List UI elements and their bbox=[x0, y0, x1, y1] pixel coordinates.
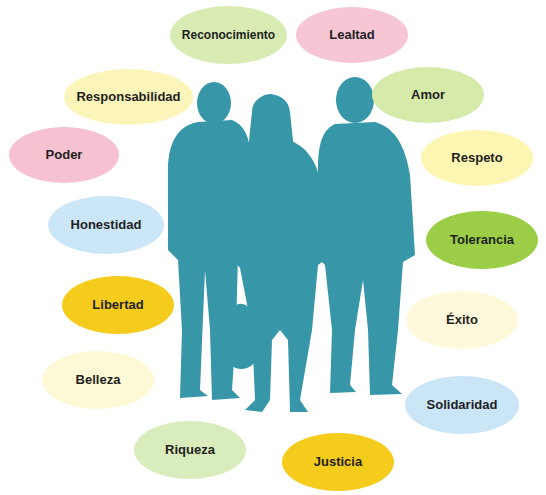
value-word: Amor bbox=[411, 87, 445, 103]
value-oval: Lealtad bbox=[296, 7, 408, 63]
value-word: Reconocimiento bbox=[182, 28, 275, 42]
value-oval: Éxito bbox=[406, 291, 518, 349]
value-word: Belleza bbox=[76, 372, 121, 388]
head bbox=[197, 82, 231, 124]
value-word: Éxito bbox=[446, 312, 478, 328]
value-oval: Respeto bbox=[421, 130, 533, 186]
value-oval: Justicia bbox=[282, 433, 394, 491]
value-oval: Libertad bbox=[62, 276, 174, 334]
value-oval: Solidaridad bbox=[405, 376, 519, 434]
value-oval: Amor bbox=[372, 67, 484, 123]
value-oval: Poder bbox=[9, 127, 119, 183]
value-oval: Tolerancia bbox=[426, 211, 538, 269]
value-oval: Responsabilidad bbox=[64, 69, 193, 125]
value-word: Honestidad bbox=[71, 217, 142, 233]
value-word: Lealtad bbox=[329, 27, 375, 43]
head bbox=[253, 94, 287, 136]
value-word: Solidaridad bbox=[427, 397, 498, 413]
value-word: Respeto bbox=[451, 150, 502, 166]
man-silhouette bbox=[318, 122, 415, 395]
head bbox=[336, 77, 374, 123]
value-word: Poder bbox=[46, 147, 83, 163]
value-word: Justicia bbox=[314, 454, 362, 470]
handbag bbox=[228, 304, 256, 369]
value-word: Responsabilidad bbox=[76, 89, 180, 105]
value-word: Libertad bbox=[92, 297, 143, 313]
woman-silhouette bbox=[235, 140, 325, 412]
value-oval: Honestidad bbox=[48, 196, 164, 254]
value-word: Riqueza bbox=[165, 442, 215, 458]
value-oval: Riqueza bbox=[134, 421, 246, 479]
value-oval: Belleza bbox=[42, 351, 154, 409]
value-word: Tolerancia bbox=[450, 232, 514, 248]
value-oval: Reconocimiento bbox=[170, 6, 287, 64]
